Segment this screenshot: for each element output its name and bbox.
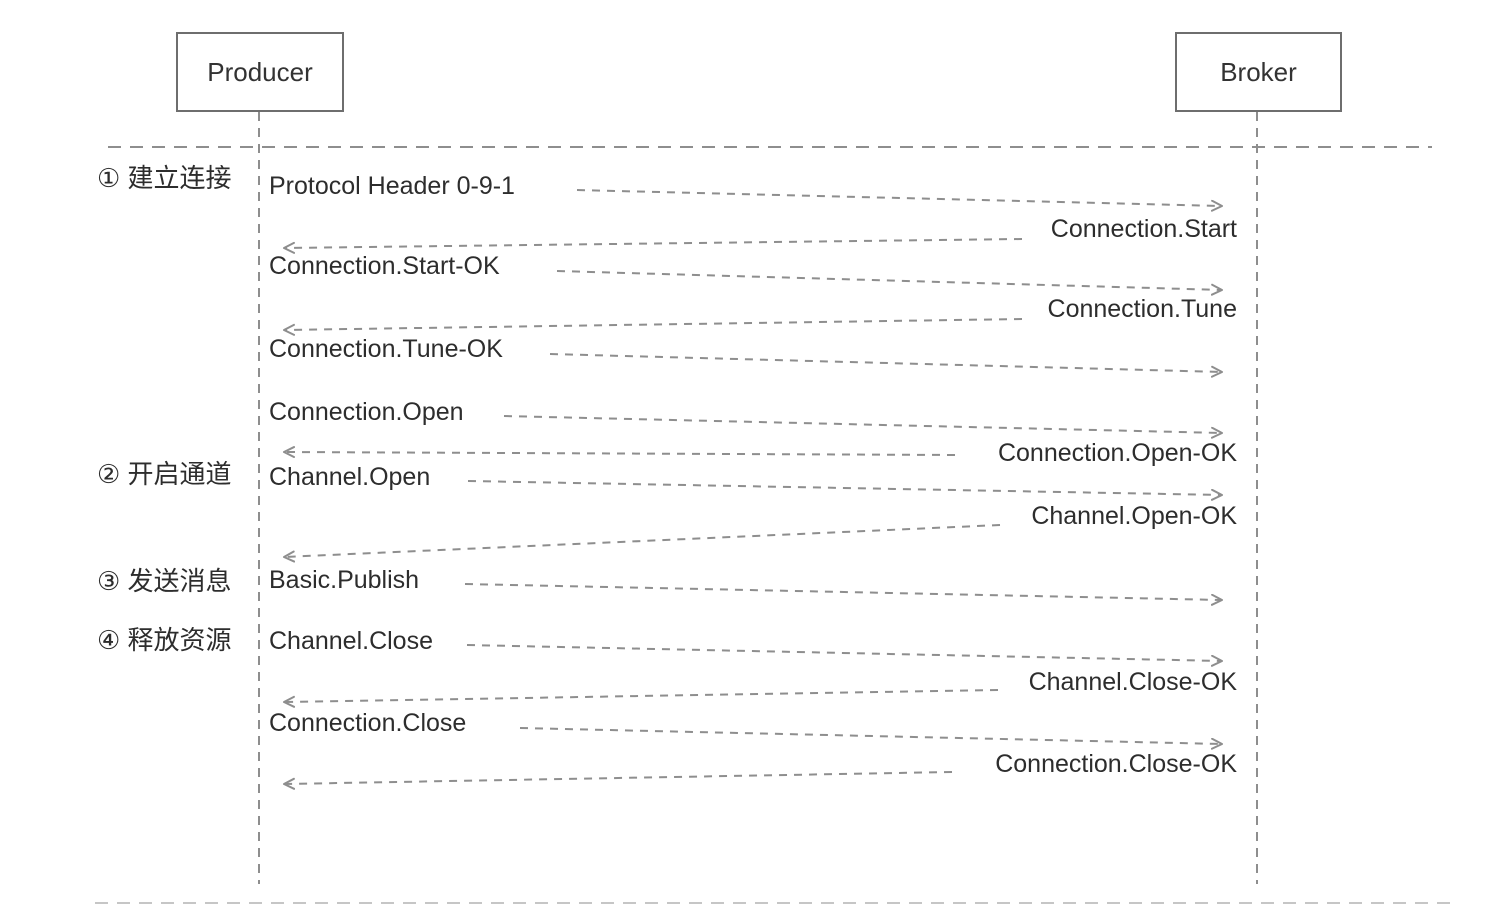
message-arrow-basic-publish [464,583,1223,606]
message-label-connection-open: Connection.Open [269,398,464,426]
producer-actor-label: Producer [207,56,313,87]
phase-label-4: ④ 释放资源 [97,625,232,655]
message-label-connection-tune-ok: Connection.Tune-OK [269,335,503,363]
message-arrow-connection-open-ok [283,446,956,459]
message-arrow-protocol-header-0-9-1 [576,189,1223,212]
producer-actor-box: Producer [176,32,344,112]
message-label-connection-start: Connection.Start [1050,215,1237,243]
message-arrow-connection-close [519,727,1223,750]
message-label-channel-open: Channel.Open [269,463,431,491]
phase-label-3: ③ 发送消息 [97,566,232,596]
message-arrow-connection-close-ok [283,771,953,790]
broker-actor-box: Broker [1175,32,1342,112]
message-arrow-connection-tune-ok [549,353,1223,378]
message-label-connection-close: Connection.Close [269,709,467,737]
message-label-connection-close-ok: Connection.Close-OK [995,750,1237,778]
message-label-connection-tune: Connection.Tune [1047,295,1237,323]
message-arrow-channel-open [467,480,1223,501]
message-arrow-connection-start-ok [556,270,1223,296]
message-arrow-connection-open [503,415,1223,439]
broker-actor-label: Broker [1220,56,1297,87]
message-label-basic-publish: Basic.Publish [269,566,420,594]
message-label-connection-open-ok: Connection.Open-OK [997,439,1237,467]
message-label-channel-close: Channel.Close [269,627,433,655]
message-label-protocol-header-0-9-1: Protocol Header 0-9-1 [269,172,515,200]
phase-label-2: ② 开启通道 [97,459,232,489]
message-arrow-channel-close-ok [283,689,999,708]
message-arrow-connection-tune [283,318,1023,336]
phase-label-1: ① 建立连接 [97,163,232,193]
message-label-channel-close-ok: Channel.Close-OK [1028,668,1237,696]
message-label-channel-open-ok: Channel.Open-OK [1031,502,1237,530]
message-arrow-connection-start [283,238,1023,254]
message-arrow-channel-close [466,644,1223,667]
message-arrow-channel-open-ok [283,524,1001,563]
message-label-connection-start-ok: Connection.Start-OK [269,252,500,280]
